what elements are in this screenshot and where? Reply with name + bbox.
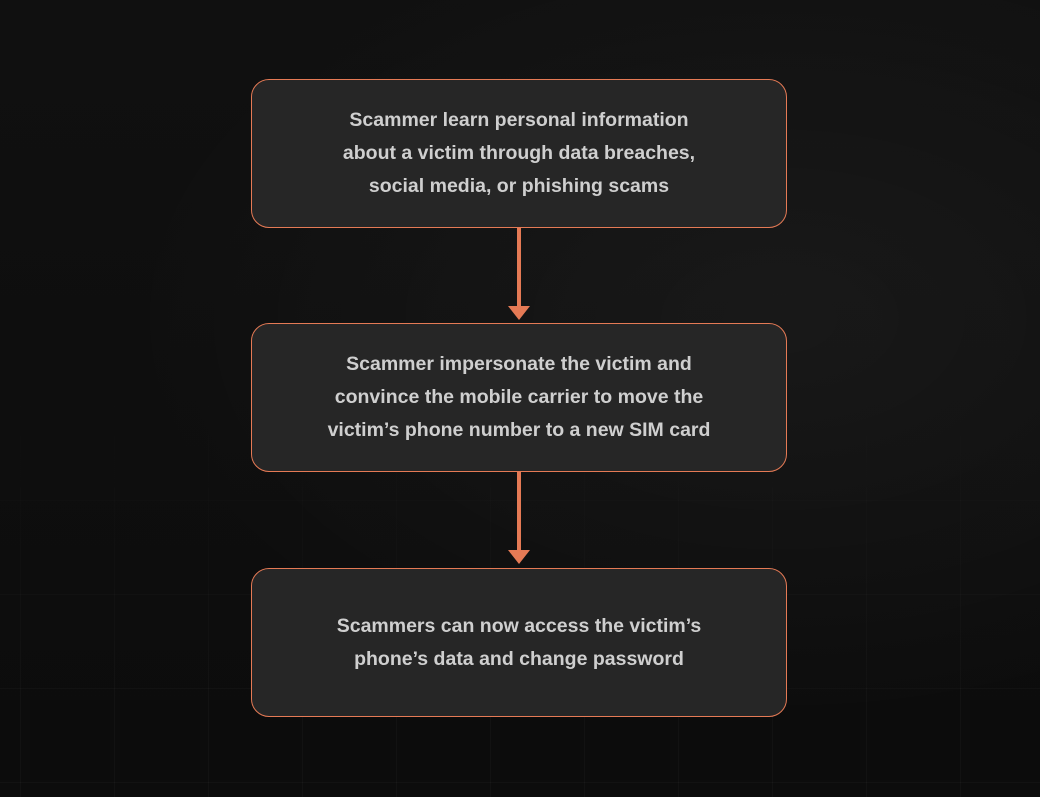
flow-step-3: Scammers can now access the victim’s pho…	[251, 568, 787, 717]
flow-step-1-text: Scammer learn personal information about…	[342, 109, 696, 197]
flow-step-3-text: Scammers can now access the victim’s pho…	[336, 614, 702, 670]
flow-step-2-text: Scammer impersonate the victim and convi…	[327, 353, 711, 441]
flow-step-2: Scammer impersonate the victim and convi…	[251, 323, 787, 472]
arrow-down-icon	[508, 472, 530, 564]
arrow-down-icon	[508, 228, 530, 320]
flow-step-1: Scammer learn personal information about…	[251, 79, 787, 228]
